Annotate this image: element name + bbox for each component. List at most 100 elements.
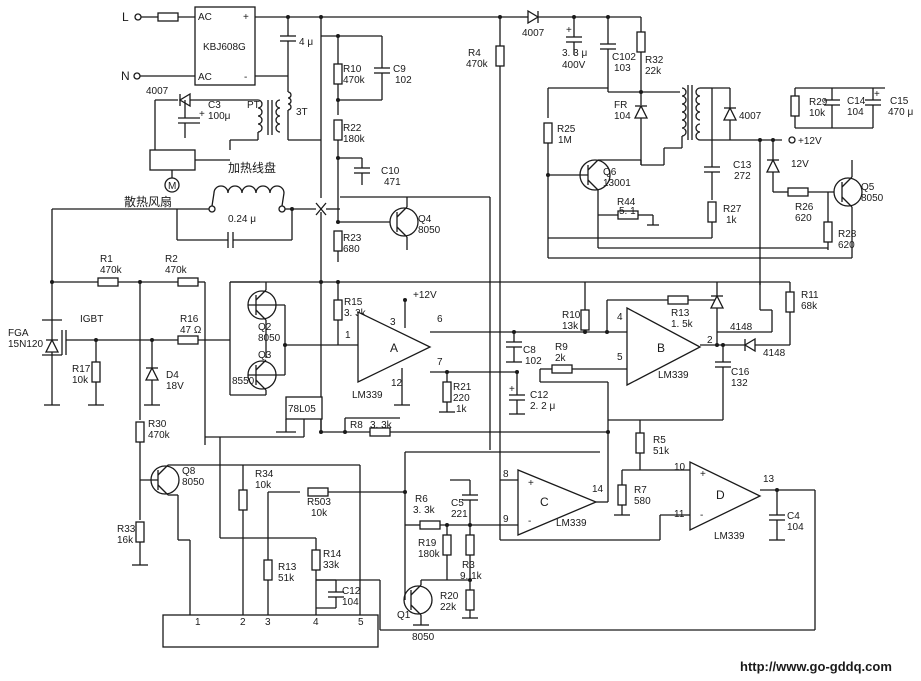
r32-label: R32 [645, 55, 664, 66]
d4-label: D4 [166, 370, 179, 381]
r2-value: 470k [165, 265, 188, 276]
r21-value2: 1k [456, 404, 468, 415]
connector-pin2: 2 [240, 617, 246, 628]
r6-value: 3. 3k [413, 505, 436, 516]
q6-value: 13001 [603, 178, 631, 189]
r13c-value: 51k [278, 573, 295, 584]
comp-c-pin9: 9 [503, 514, 509, 525]
r16-label: R16 [180, 314, 199, 325]
comp-b-pin2: 2 [707, 335, 713, 346]
r20-label: R20 [440, 591, 459, 602]
comparator-c-part: LM339 [556, 518, 587, 529]
comp-c-plus: + [528, 478, 534, 489]
q1-label: Q1 [397, 610, 411, 621]
fan-motor-label: M [168, 181, 176, 192]
r44-label: R44 [617, 197, 636, 208]
q6-label: Q6 [603, 167, 617, 178]
cap-4u-label: 4 μ [299, 37, 313, 48]
r32-value: 22k [645, 66, 662, 77]
cooling-fan-label: 散热风扇 [124, 194, 172, 209]
comp-c-pin14: 14 [592, 484, 604, 495]
comparator-b: B LM339 4 5 2 [617, 306, 713, 387]
r4-label: R4 [468, 48, 481, 59]
comp-b-pin4: 4 [617, 312, 623, 323]
r7-label: R7 [634, 485, 647, 496]
r2-label: R2 [165, 254, 178, 265]
diode-4007-left-label: 4007 [146, 86, 169, 97]
c16-value: 132 [731, 378, 748, 389]
r20-value: 22k [440, 602, 457, 613]
r9-value: 2k [555, 353, 567, 364]
r30-value: 470k [148, 430, 171, 441]
bridge-part-label: KBJ608G [203, 42, 246, 53]
connector-block: 1 2 3 4 5 [162, 614, 379, 648]
c15-plus-label: + [874, 89, 880, 100]
r17-label: R17 [72, 364, 91, 375]
r19-label: R19 [418, 538, 437, 549]
bridge-ac1-label: AC [198, 12, 212, 23]
c10-value: 471 [384, 177, 401, 188]
r27-label: R27 [723, 204, 742, 215]
connector-pin5: 5 [358, 617, 364, 628]
comparator-c: + - C LM339 8 9 14 [503, 469, 604, 536]
c16-label: C16 [731, 367, 750, 378]
r22-label: R22 [343, 123, 362, 134]
plus-12v-out-label: +12V [798, 136, 822, 147]
r8-value: 3. 3k [370, 420, 393, 431]
comp-d-pin13: 13 [763, 474, 775, 485]
q2-value: 8050 [258, 333, 281, 344]
r23-label: R23 [343, 233, 362, 244]
comp-b-pin5: 5 [617, 352, 623, 363]
r21-label: R21 [453, 382, 472, 393]
r14-value: 33k [323, 560, 340, 571]
comp-d-minus: - [700, 510, 703, 521]
connector-pin1: 1 [195, 617, 201, 628]
comp-a-pin6: 6 [437, 314, 443, 325]
r13b-value: 1. 5k [671, 319, 694, 330]
c9-value: 102 [395, 75, 412, 86]
q4-label: Q4 [418, 214, 432, 225]
transistor-q8: Q8 8050 [140, 464, 243, 496]
fuse [157, 12, 179, 22]
c15-label: C15 [890, 96, 909, 107]
fr104-value: 104 [614, 111, 631, 122]
comp-c-pin8: 8 [503, 469, 509, 480]
comp-a-pin3: 3 [390, 317, 396, 328]
c9-label: C9 [393, 64, 406, 75]
r5-label: R5 [653, 435, 666, 446]
comparator-a-label: A [390, 341, 398, 355]
c10-label: C10 [381, 166, 400, 177]
fan-relay [149, 149, 196, 171]
pt-label: PT [247, 100, 260, 111]
c3-label: C3 [208, 100, 221, 111]
transistor-q4: Q4 8050 [389, 197, 441, 250]
r17-value: 10k [72, 375, 89, 386]
transistor-q6: Q6 13001 [548, 159, 642, 215]
r29-value: 10k [809, 108, 826, 119]
regulator-78l05-label: 78L05 [288, 404, 316, 415]
fr104-label: FR [614, 100, 627, 111]
c102-label: C102 [612, 52, 636, 63]
cap-400v-label: 400V [562, 60, 586, 71]
q8-label: Q8 [182, 466, 196, 477]
mains-input: L N [121, 10, 195, 83]
comparator-d-part: LM339 [714, 531, 745, 542]
r503-value: 10k [311, 508, 328, 519]
r15-value: 3. 3k [344, 308, 367, 319]
comp-d-pin10: 10 [674, 462, 686, 473]
r28-label: R28 [838, 229, 857, 240]
r3-label: R3 [462, 560, 475, 571]
diode-4007-right-label: 4007 [739, 111, 762, 122]
3t-label: 3T [296, 107, 308, 118]
comp-a-pin12: 12 [391, 378, 403, 389]
comp-d-plus: + [700, 469, 706, 480]
comparator-c-label: C [540, 495, 549, 509]
r30-label: R30 [148, 419, 167, 430]
c13-value: 272 [734, 171, 751, 182]
comp-a-pin1: 1 [345, 330, 351, 341]
r10b-value: 13k [562, 321, 579, 332]
r7-value: 580 [634, 496, 651, 507]
r33-label: R33 [117, 524, 136, 535]
r19-value: 180k [418, 549, 441, 560]
